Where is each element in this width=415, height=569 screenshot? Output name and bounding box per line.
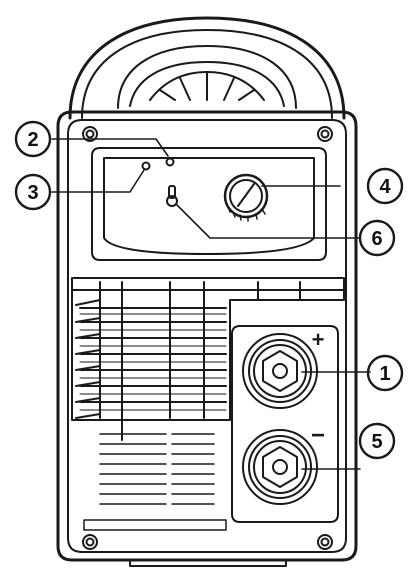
callout-circle-5 <box>358 422 396 460</box>
callout-number-2: 2 <box>27 129 38 151</box>
screw-bottom-right <box>317 534 333 550</box>
polarity-positive-symbol: + <box>312 327 325 352</box>
callout-number-6: 6 <box>371 228 382 250</box>
screw-top-left <box>82 126 98 142</box>
terminal-panel <box>231 325 339 523</box>
main-body <box>56 110 358 562</box>
callout-circle-2 <box>14 120 52 158</box>
leader-line-2 <box>51 138 169 157</box>
screw-bottom-left <box>82 534 98 550</box>
lower-slot-grille <box>83 433 227 531</box>
callout-circle-3 <box>14 173 52 211</box>
control-panel <box>91 147 327 261</box>
callout-circle-6 <box>358 219 396 257</box>
leader-lines <box>51 138 371 470</box>
indicator-led-upper <box>165 157 175 167</box>
indicator-led-lower <box>141 161 151 171</box>
callout-circle-1 <box>366 354 404 392</box>
callout-number-3: 3 <box>27 182 38 204</box>
leader-line-6 <box>175 203 361 239</box>
screw-top-right <box>317 126 333 142</box>
callout-number-5: 5 <box>371 431 382 453</box>
callout-number-1: 1 <box>379 363 390 385</box>
positive-output-terminal <box>242 333 318 409</box>
control-knob <box>223 173 269 222</box>
bottom-foot <box>129 551 287 567</box>
callout-circle-4 <box>366 167 404 205</box>
polarity-negative-symbol: − <box>311 422 325 449</box>
leader-line-3 <box>51 169 145 193</box>
negative-output-terminal <box>242 429 318 505</box>
callout-number-4: 4 <box>379 176 391 198</box>
callout-circles <box>14 120 404 460</box>
carry-handle <box>68 16 346 120</box>
vent-grille <box>71 277 345 441</box>
toggle-switch <box>166 185 178 207</box>
